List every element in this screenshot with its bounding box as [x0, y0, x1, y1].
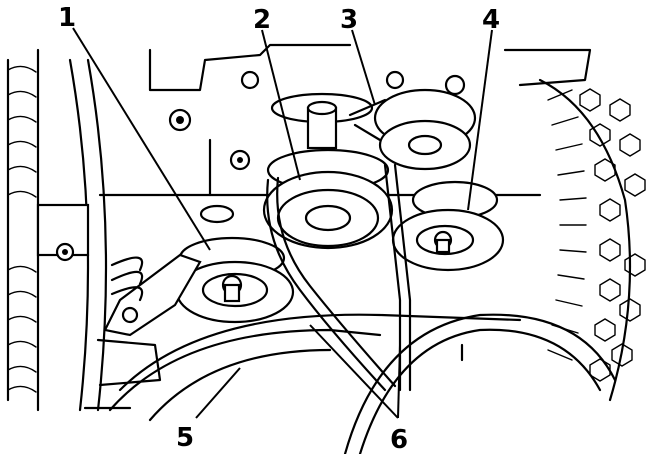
pulley-1 [175, 236, 295, 324]
upper-center-pulley [270, 92, 374, 150]
pulley-2 [262, 148, 394, 250]
right-radiator-grille [538, 78, 646, 402]
callout-6: 6 [390, 425, 408, 454]
leader-lines [72, 27, 493, 419]
fan-hub [36, 58, 108, 412]
crankshaft-pulley [343, 313, 617, 454]
drive-belt [266, 98, 412, 392]
lower-housing [83, 313, 522, 422]
callout-4: 4 [482, 5, 500, 35]
left-radiator-fins [6, 48, 40, 412]
pulley-4 [391, 180, 505, 272]
callout-1: 1 [58, 3, 76, 33]
pulley-3 [373, 88, 477, 171]
engine-block [98, 43, 592, 224]
callout-3: 3 [340, 5, 358, 35]
tensioner-arm [96, 253, 202, 387]
callout-2: 2 [253, 5, 271, 35]
callout-5: 5 [176, 423, 194, 453]
